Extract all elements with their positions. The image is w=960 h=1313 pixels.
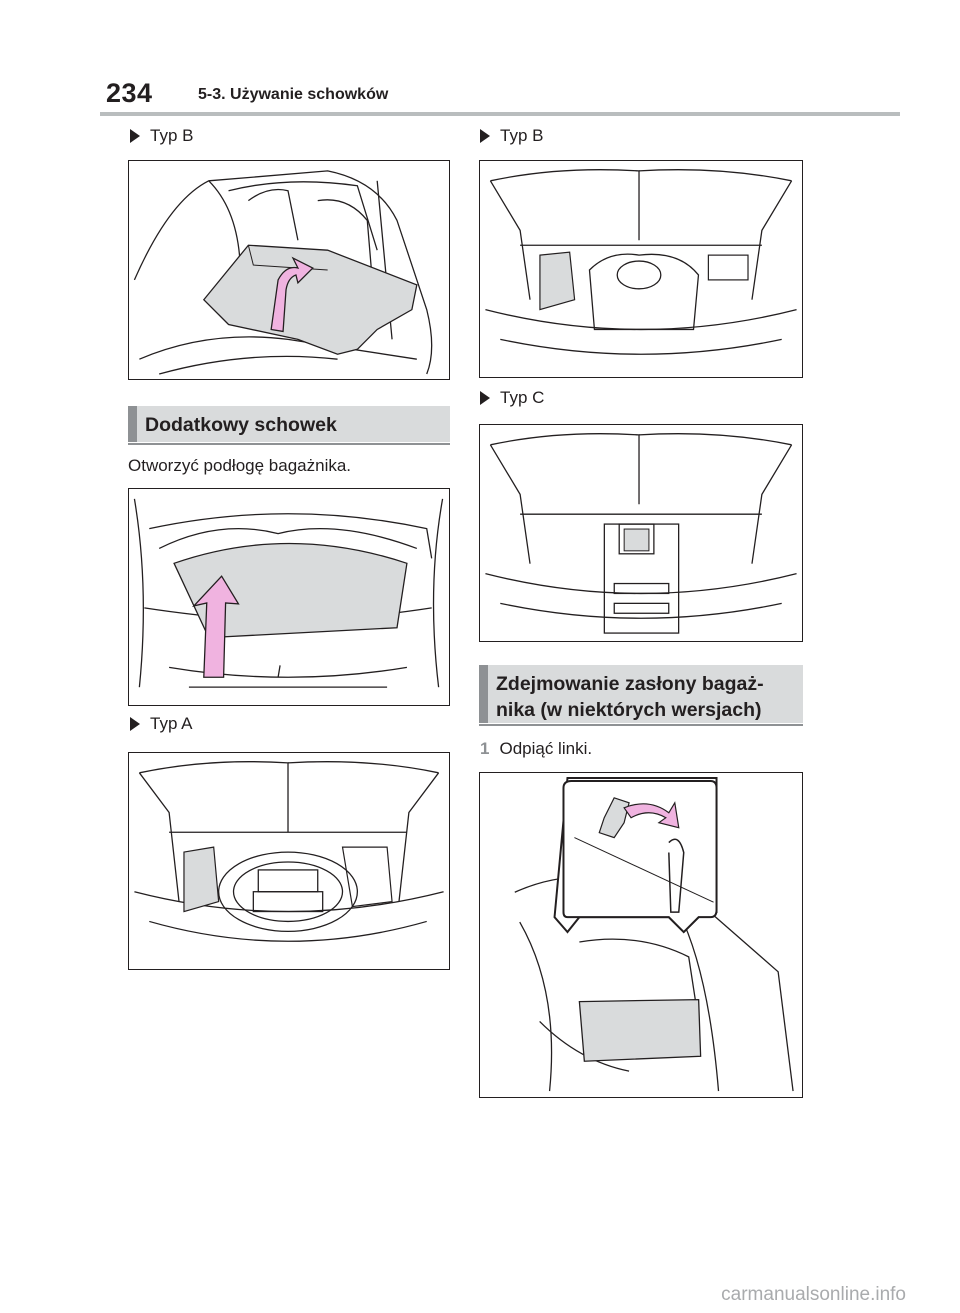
bullet-triangle-icon <box>480 391 490 405</box>
bullet-label: Typ A <box>150 714 193 733</box>
figure-typ-a <box>128 752 450 970</box>
bullet-label: Typ B <box>500 126 544 145</box>
bullet-label: Typ B <box>150 126 194 145</box>
figure-floor-lifted <box>128 488 450 706</box>
section-title-line-2: nika (w niektórych wersjach) <box>496 699 762 721</box>
figure-typ-c <box>479 424 803 642</box>
bullet-typ-b-right: Typ B <box>480 126 543 146</box>
remove-cover-illustration <box>514 776 794 1092</box>
bullet-triangle-icon <box>130 129 140 143</box>
step-number: 1 <box>480 739 490 758</box>
bullet-triangle-icon <box>130 717 140 731</box>
bullet-typ-a: Typ A <box>130 714 193 734</box>
instruction-text: Otworzyć podłogę bagażnika. <box>128 456 352 475</box>
trunk-floor-illustration <box>133 170 433 375</box>
section-dodatkowy-schowek: Dodatkowy schowek <box>128 406 450 445</box>
header-rule <box>100 112 900 116</box>
page-number: 234 <box>106 78 153 108</box>
bullet-label: Typ C <box>500 388 545 407</box>
typ-a-illustration <box>134 761 444 942</box>
figure-typ-b-right <box>479 160 803 378</box>
floor-lifted-illustration <box>133 498 444 688</box>
figure-trunk-floor-open <box>128 160 450 380</box>
bullet-typ-c: Typ C <box>480 388 544 408</box>
figure-remove-cover <box>479 772 803 1098</box>
section-title-line-1: Zdejmowanie zasłony bagaż- <box>496 673 764 695</box>
section-zdejmowanie-zaslony: Zdejmowanie zasłony bagaż- nika (w niekt… <box>479 665 803 726</box>
typ-b-illustration <box>485 169 797 355</box>
typ-c-illustration <box>485 433 797 634</box>
section-title: Dodatkowy schowek <box>145 414 337 436</box>
chapter-title: 5-3. Używanie schowków <box>198 86 389 103</box>
bullet-typ-b-left: Typ B <box>130 126 193 146</box>
bullet-triangle-icon <box>480 129 490 143</box>
step-text: Odpiąć linki. <box>499 739 593 758</box>
watermark: carmanualsonline.info <box>721 1284 906 1305</box>
step-1: 1 Odpiąć linki. <box>480 739 592 759</box>
